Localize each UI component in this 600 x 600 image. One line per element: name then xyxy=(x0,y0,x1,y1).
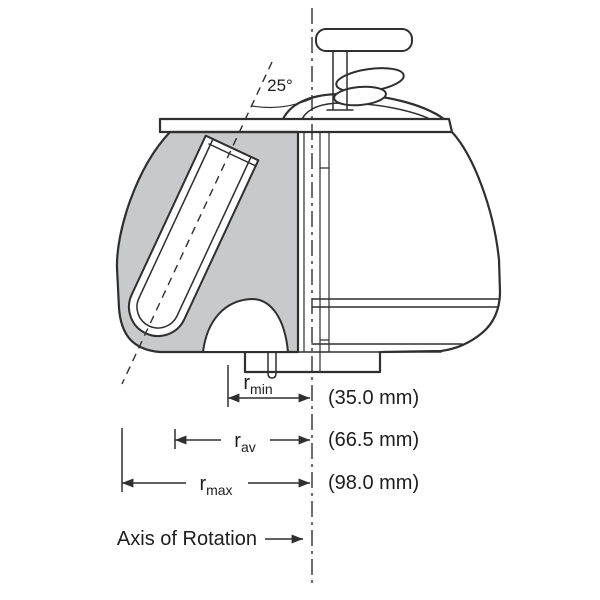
axis-of-rotation-label: Axis of Rotation xyxy=(117,528,257,550)
section-void xyxy=(202,298,289,353)
tube-axis-dashed-line xyxy=(121,61,273,385)
right-parting-lines xyxy=(297,298,500,353)
angle-label: 25° xyxy=(267,76,293,95)
rmin-label: rmin xyxy=(243,372,272,397)
rmax-value: (98.0 mm) xyxy=(328,472,419,494)
rotor-drawing xyxy=(115,28,502,379)
dimension-rav: rav (66.5 mm) xyxy=(174,429,419,455)
tube-inner-wall xyxy=(136,138,252,329)
rotor-right-profile xyxy=(380,130,502,354)
handle-stem xyxy=(326,51,354,111)
dimension-rmax: rmax (98.0 mm) xyxy=(121,428,419,498)
tube-cavity xyxy=(127,134,260,337)
axis-of-rotation-callout: Axis of Rotation xyxy=(117,528,303,550)
handle-bar xyxy=(315,28,413,52)
tube-cap-line xyxy=(208,143,257,167)
dimension-rmin: rmin (35.0 mm) xyxy=(227,365,419,409)
hub-key-notch xyxy=(267,351,277,379)
rav-value: (66.5 mm) xyxy=(328,429,419,451)
rav-label: rav xyxy=(234,430,255,455)
rotor-rim xyxy=(158,117,454,134)
rmax-label: rmax xyxy=(199,473,232,498)
rmin-value: (35.0 mm) xyxy=(328,387,419,409)
angle-arc xyxy=(251,98,312,109)
spindle-bore-lines xyxy=(303,132,330,372)
angle-callout: 25° xyxy=(251,76,312,109)
lid-dome-inner xyxy=(301,102,431,120)
